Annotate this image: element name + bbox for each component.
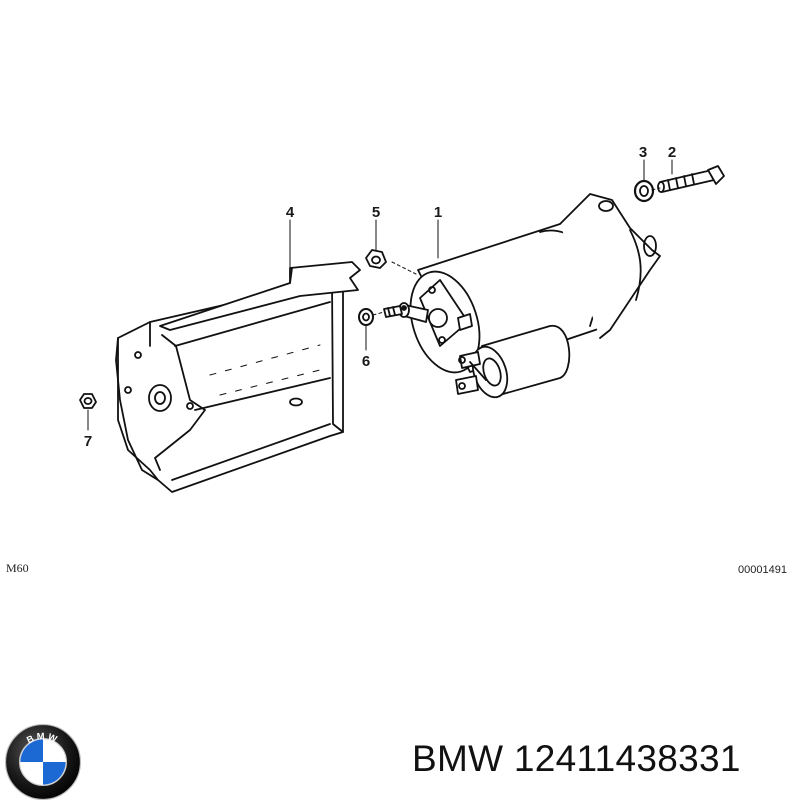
callout-7: 7: [84, 433, 92, 450]
stud-bolt: [383, 305, 403, 318]
nut-part-5: [365, 249, 387, 269]
part-number-caption: BMW 12411438331: [412, 738, 741, 779]
callout-1: 1: [434, 204, 442, 221]
nut-part-7: [79, 393, 97, 409]
callout-numbers: 1 2 3 4 5 6 7: [84, 144, 676, 450]
svg-text:BMW: BMW: [25, 731, 60, 745]
washer-part-6: [358, 308, 374, 326]
callout-2: 2: [668, 144, 676, 161]
washer-part-3: [633, 179, 655, 203]
callout-5: 5: [372, 204, 380, 221]
bmw-logo-letters: BMW: [25, 731, 58, 745]
leader-lines: [87, 159, 673, 431]
callout-4: 4: [286, 204, 295, 221]
heat-shield-part: [115, 261, 361, 493]
bmw-logo: BMW: [4, 723, 82, 801]
engine-code-label: M60: [6, 561, 29, 575]
callout-6: 6: [362, 353, 370, 370]
starter-motor-part: [398, 193, 661, 399]
diagram-number-label: 00001491: [738, 564, 787, 576]
callout-3: 3: [639, 144, 647, 161]
bolt-part: [657, 165, 725, 193]
